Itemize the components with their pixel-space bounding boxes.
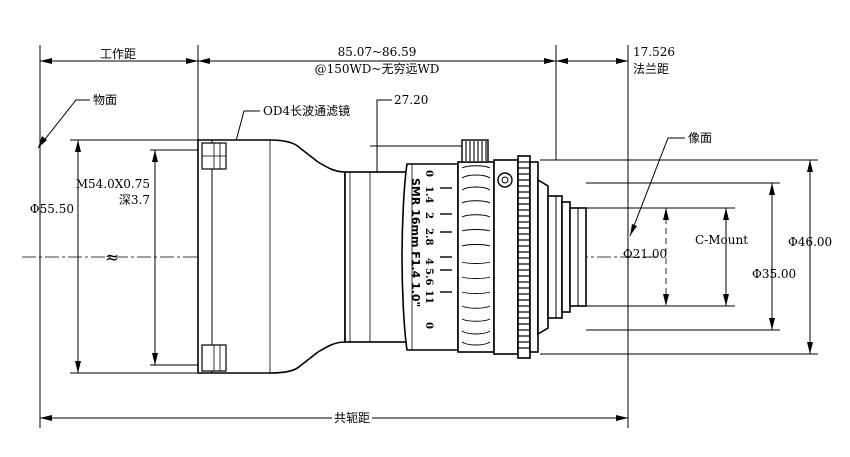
- set-screw-inner: [501, 176, 509, 184]
- lens-length-value: 85.07~86.59: [338, 45, 417, 59]
- c-mount-thread: [547, 195, 563, 319]
- front-diameter-value: Φ55.50: [30, 202, 74, 216]
- arrowhead: [152, 353, 158, 365]
- arrowhead: [663, 208, 669, 220]
- aperture-scale-ring: [401, 163, 459, 351]
- focus-ring: [457, 161, 495, 353]
- lock-screw-knurl: [465, 141, 487, 161]
- aperture-mark: 2.8: [423, 228, 434, 245]
- rear-taper: [537, 178, 549, 336]
- aperture-scale-end-bottom: 0: [423, 322, 434, 329]
- scale-ticks: [440, 187, 452, 293]
- break-symbol: ≈: [105, 248, 119, 268]
- aperture-mark: 4: [423, 258, 434, 265]
- arrowhead: [769, 183, 775, 195]
- rear-body: [529, 161, 539, 353]
- arrowhead: [616, 415, 628, 421]
- arrowhead: [630, 224, 637, 236]
- arrowhead: [38, 136, 47, 148]
- lens-length-note: @150WD~无穷远WD: [315, 61, 440, 76]
- filter-leader: [232, 110, 260, 153]
- thread-spec: M54.0X0.75: [76, 177, 150, 191]
- arrowhead: [723, 294, 729, 306]
- mount-type-label: C-Mount: [695, 233, 748, 247]
- ring-offset-value: 27.20: [394, 93, 428, 107]
- arrowhead: [40, 415, 52, 421]
- image-plane-leader: [629, 137, 685, 237]
- aperture-scale: 0 1.4 2 2.8 4 5.6 11 0: [423, 170, 434, 329]
- arrowhead: [616, 58, 628, 64]
- arrowhead: [556, 58, 568, 64]
- filter-label: OD4长波通滤镜: [263, 103, 350, 118]
- rear-collar: [493, 159, 519, 355]
- image-circle-diameter: Φ21.00: [623, 247, 667, 261]
- lens-model-text: SMR 16mm F1.4 1.0": [409, 178, 422, 307]
- image-plane-label: 像面: [688, 131, 712, 145]
- arrowhead: [186, 58, 198, 64]
- arrowhead: [723, 208, 729, 220]
- arrowhead: [198, 58, 210, 64]
- aperture-mark: 11: [423, 290, 434, 304]
- arrowhead: [152, 150, 158, 162]
- total-track-label: 共轭距: [334, 410, 370, 425]
- total-track-label-bg: [332, 408, 372, 424]
- object-plane-label: 物面: [93, 93, 117, 107]
- front-barrel: [197, 139, 346, 374]
- flange-distance-label: 法兰距: [633, 62, 669, 76]
- c-mount-lip: [561, 201, 571, 313]
- neck-tube: [344, 171, 408, 343]
- arrowhead: [769, 318, 775, 330]
- mount-diameter: Φ35.00: [752, 267, 796, 281]
- arrowhead: [75, 140, 81, 152]
- object-plane-leader: [37, 99, 90, 149]
- thread-depth: 深3.7: [119, 193, 150, 207]
- aperture-mark: 2: [423, 212, 434, 219]
- ratchet-teeth: [518, 161, 530, 349]
- aperture-mark: 5.6: [423, 268, 434, 285]
- arrowhead: [807, 160, 813, 172]
- arrowhead: [807, 342, 813, 354]
- focus-ring-knurl: [461, 165, 491, 346]
- aperture-mark: 1.4: [423, 186, 434, 203]
- working-distance-label: 工作距: [100, 47, 136, 61]
- arrowhead: [75, 361, 81, 373]
- flange-distance-value: 17.526: [633, 45, 675, 59]
- aperture-scale-end-top: 0: [423, 170, 434, 177]
- arrowhead: [40, 58, 52, 64]
- arrowhead: [663, 294, 669, 306]
- rear-body-diameter: Φ46.00: [788, 235, 832, 249]
- arrowhead: [544, 58, 556, 64]
